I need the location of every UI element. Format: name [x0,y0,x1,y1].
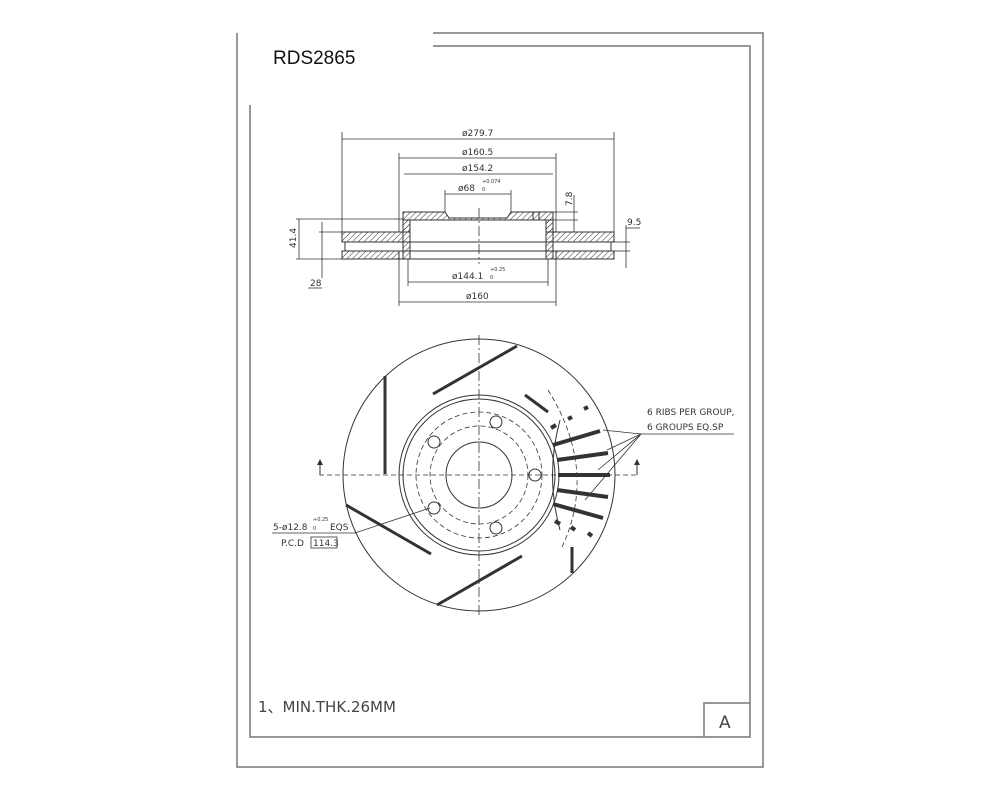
dim-hat-outer-diameter: ø160.5 [462,148,493,158]
pcd-label: P.C.D [281,539,304,549]
side-view-section: ø279.7 ø160.5 ø154.2 ø68 +0.074 0 7.8 9.… [289,129,641,306]
rib-note-line1: 6 RIBS PER GROUP, [647,408,735,418]
dim-bore-tol-upper: +0.074 [482,179,501,185]
rib-note-line2: 6 GROUPS EQ.SP [647,423,724,433]
dim-hat-inner-diameter: ø154.2 [462,164,493,174]
dim-recess-tol-lower: 0 [490,275,493,281]
bolt-holes-note: 5-ø12.8 [273,523,308,533]
pcd-value: 114.3 [313,539,339,549]
dim-bore-tol-lower: 0 [482,187,485,193]
revision-letter: A [719,713,731,733]
dim-hat-thickness: 7.8 [565,191,575,206]
min-thickness-note: 1、MIN.THK.26MM [258,698,396,716]
dim-hat-base-diameter: ø160 [466,292,489,302]
front-view: 5-ø12.8 +0.25 0 EQS 6 RIBS PER GROUP, 6 … [272,335,735,617]
sheet-frame [236,32,764,768]
part-number-title: RDS2865 [273,48,355,69]
bolt-holes-suffix: EQS [330,523,349,533]
dim-recess-tol-upper: +0.25 [490,267,505,273]
dim-outer-diameter: ø279.7 [462,129,493,139]
dim-disc-thickness: 28 [310,279,322,289]
bolt-holes-tol-lower: 0 [313,526,316,532]
dim-plate-thickness: 9.5 [627,218,641,228]
dim-bore-diameter: ø68 [458,184,475,194]
bolt-holes-tol-upper: +0.25 [313,517,328,523]
dim-recess-diameter: ø144.1 [452,272,483,282]
bolt-holes [427,415,542,535]
dim-overall-height: 41.4 [289,228,299,248]
